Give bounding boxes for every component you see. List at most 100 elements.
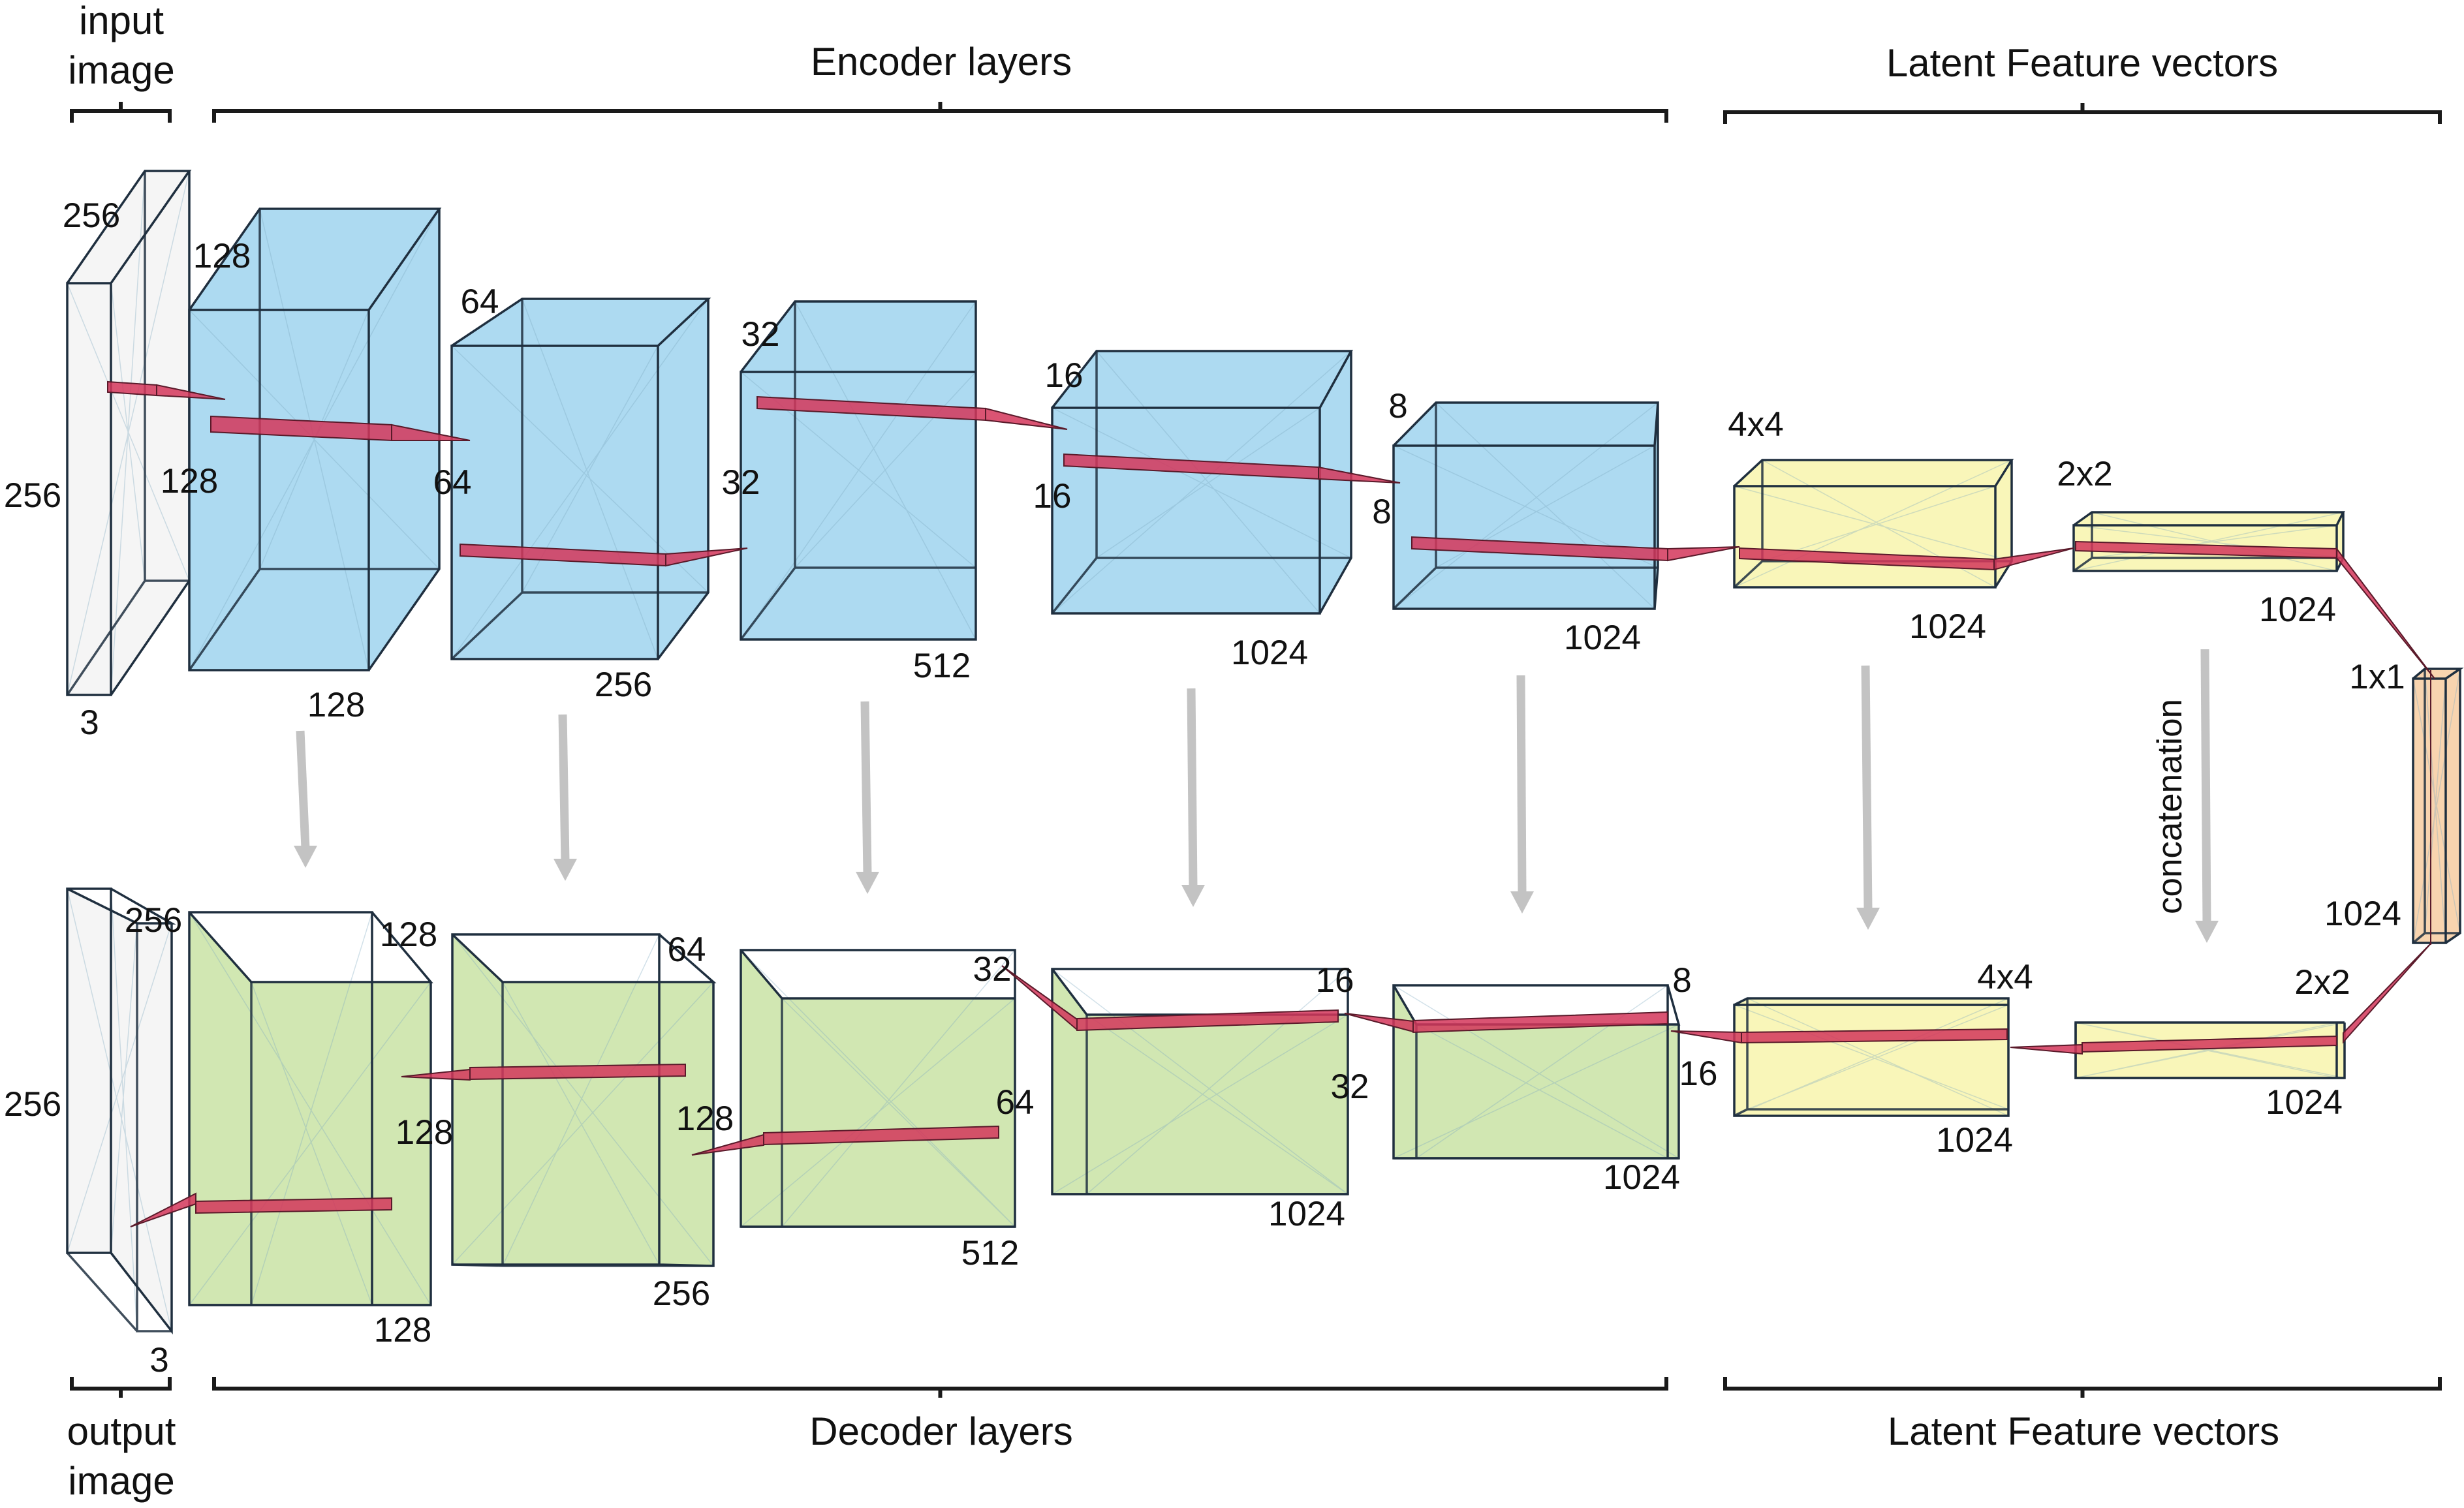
bracket-encoder: [212, 102, 1668, 123]
enc-latent2-hidden-edges: [2073, 512, 2344, 572]
enc-latent1-size: 4x4: [1728, 405, 1783, 444]
dec-conn-1-b: [469, 1063, 686, 1081]
enc-latent2-width: 1024: [2259, 591, 2336, 629]
dec4-depth: 16: [1316, 961, 1354, 1000]
enc4-block: [1051, 350, 1353, 615]
dec-conn-0: [130, 1192, 196, 1227]
bracket-output: [70, 1377, 172, 1398]
output-image-header-1: output: [67, 1409, 176, 1453]
dec-latent1-edges: [1733, 997, 2010, 1117]
enc-input-height: 256: [4, 476, 61, 515]
dec5-height: 16: [1679, 1054, 1718, 1093]
enc5-block: [1392, 401, 1659, 610]
enc-conn-5-t: [1667, 546, 1740, 562]
dec-conn-6: [2010, 1043, 2083, 1055]
enc-conn-6-t: [1993, 547, 2074, 571]
enc3-block-body: [741, 301, 976, 639]
dec4-block-hidden-edges: [1052, 968, 1349, 1195]
dec-conn-7-taper: [2343, 942, 2432, 1044]
dec4-width: 1024: [1268, 1195, 1345, 1233]
dec2-block-edges: [451, 933, 717, 1267]
enc4-block-hidden-edges: [1052, 350, 1352, 614]
bracket-input: [70, 102, 172, 123]
enc-latent2-back-edges: [2072, 512, 2343, 572]
enc-input-width: 3: [80, 703, 99, 742]
skip-arrow-5-head: [1510, 891, 1534, 914]
skip-arrow-2: [554, 714, 577, 881]
enc5-block-back-edges: [1392, 403, 1658, 610]
enc3-block-back-edges: [740, 301, 976, 641]
skip-arrow-3-head: [856, 872, 879, 894]
skip-arrow-2-head: [554, 859, 577, 881]
dec-conn-2-b: [763, 1125, 999, 1146]
enc-conn-3-t: [985, 407, 1068, 430]
enc1-block-hidden-edges: [189, 208, 440, 671]
dec-output-depth: 256: [125, 901, 182, 940]
dec-latent1-size: 4x4: [1977, 958, 2033, 996]
dec3-block-body: [741, 950, 1015, 1227]
enc1-block-edges: [188, 208, 442, 671]
skip-arrow-5-shaft: [1516, 675, 1527, 895]
dec-output-width: 3: [149, 1341, 168, 1379]
enc4-block-body: [1052, 351, 1351, 613]
enc5-depth: 8: [1388, 387, 1407, 425]
enc-conn-0-t-taper: [156, 384, 226, 400]
skip-arrow-4-shaft: [1187, 688, 1198, 888]
enc-conn-1-t: [391, 423, 471, 441]
dec-conn-3-b: [1076, 1009, 1339, 1032]
dec-latent2-body: [2076, 1023, 2345, 1078]
dec-conn-5-b-bar: [1741, 1028, 2008, 1044]
dec-conn-4-b: [1412, 1011, 1668, 1034]
enc-conn-4-t-taper: [1318, 466, 1401, 484]
enc4-block-edges: [1051, 350, 1353, 615]
enc2-height: 64: [433, 463, 472, 502]
latent-bottom-header: Latent Feature vectors: [1888, 1409, 2279, 1453]
enc2-block-edges: [450, 298, 711, 660]
dec2-height: 128: [676, 1100, 734, 1138]
enc2-block-body: [452, 299, 708, 659]
dec-conn-4-b-bar: [1412, 1011, 1668, 1034]
dec-conn-6-b-bar: [2082, 1035, 2337, 1053]
enc1-block-back-edges: [188, 209, 439, 671]
bottleneck-block-back-edges: [2412, 669, 2460, 944]
dec3-width: 512: [961, 1234, 1019, 1272]
bottleneck-block-edges: [2412, 668, 2464, 944]
dec4-block: [1051, 968, 1349, 1195]
dec5-width: 1024: [1603, 1158, 1680, 1197]
bottleneck-block: [2412, 668, 2464, 944]
enc-latent1-hidden-edges: [1734, 459, 2012, 588]
skip-arrow-4-head: [1181, 885, 1205, 907]
dec2-block-body: [452, 934, 713, 1266]
dec-conn-7: [2343, 942, 2432, 1044]
enc-conn-2-t-taper: [665, 547, 748, 567]
enc-conn-0-t: [156, 384, 226, 400]
decoder-layers-header: Decoder layers: [809, 1409, 1073, 1453]
enc1-width: 128: [307, 686, 365, 724]
enc-latent2: [2072, 511, 2345, 572]
dec5-block-hidden-edges: [1393, 985, 1679, 1159]
skip-arrow-3-shaft: [860, 701, 872, 875]
dec-output-height: 256: [4, 1085, 61, 1124]
dec2-block: [451, 933, 717, 1267]
dec-conn-0-b: [195, 1197, 392, 1214]
bottleneck-size: 1x1: [2349, 658, 2405, 696]
dec-conn-1-b-bar: [469, 1063, 686, 1081]
enc3-height: 32: [722, 463, 760, 502]
skip-arrow-6-shaft: [1861, 665, 1873, 911]
dec-output-block-back-edges: [66, 923, 172, 1332]
bottleneck-block-hidden-edges: [2412, 668, 2461, 944]
enc4-depth: 16: [1045, 356, 1084, 395]
enc-conn-1-t-taper: [391, 423, 471, 441]
enc5-height: 8: [1372, 493, 1391, 531]
enc5-block-hidden-edges: [1393, 402, 1659, 609]
enc-conn-2-t: [665, 547, 748, 567]
concat-arrow-head: [2195, 921, 2219, 943]
dec5-depth: 8: [1672, 961, 1691, 1000]
skip-arrow-1-head: [294, 846, 317, 868]
dec-conn-3-b-bar: [1076, 1009, 1339, 1032]
dec2-depth: 64: [668, 931, 706, 969]
enc4-height: 16: [1033, 477, 1072, 515]
skip-arrow-1: [294, 730, 317, 868]
skip-arrow-1-shaft: [296, 730, 310, 849]
enc-latent2-size: 2x2: [2057, 455, 2112, 493]
